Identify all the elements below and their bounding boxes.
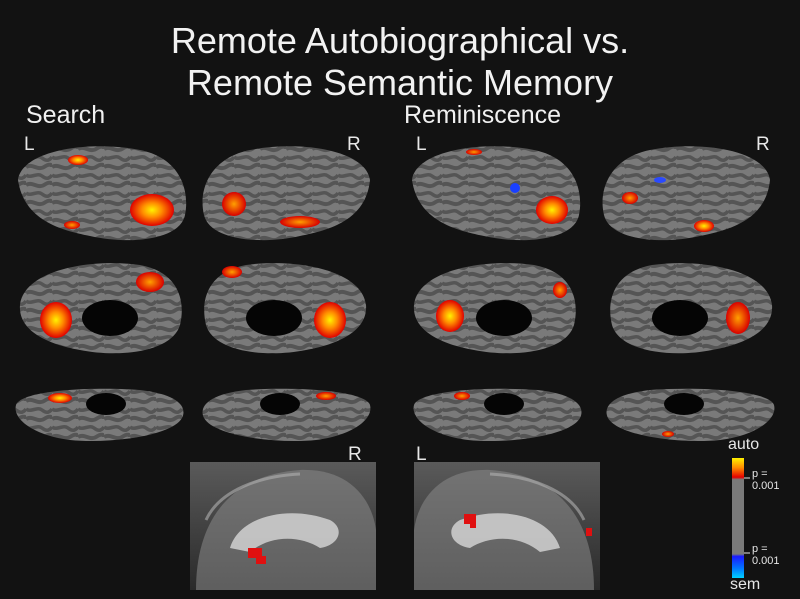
activation-blob [68, 155, 88, 165]
activation-blob [316, 392, 336, 400]
search-ventral-left [15, 388, 184, 442]
activation-blob [436, 300, 464, 332]
activation-blob [726, 302, 750, 334]
activation-blob [130, 194, 174, 226]
activation-blob [694, 220, 714, 232]
reminiscence-medial-left [413, 263, 576, 354]
activation-voxel [256, 556, 266, 564]
activation-blob [40, 302, 72, 338]
colorbar [732, 458, 744, 578]
figure-title: Remote Autobiographical vs. Remote Seman… [0, 20, 800, 104]
colorbar-bottom-label: sem [730, 576, 761, 593]
reminiscence-ventral-right [606, 388, 775, 442]
search-medial-left [19, 263, 182, 354]
activation-blob [622, 192, 638, 204]
activation-blob [64, 221, 80, 229]
activation-blob [222, 266, 242, 278]
activation-voxel [470, 522, 476, 528]
activation-blob [662, 431, 674, 437]
colorbar-top-label: auto [728, 436, 760, 453]
title-line-1: Remote Autobiographical vs. [170, 20, 630, 61]
search-lateral-right [202, 146, 370, 241]
activation-blob [136, 272, 164, 292]
title-line-2: Remote Semantic Memory [186, 62, 614, 103]
reminiscence-mri-slice [414, 462, 600, 590]
deactivation-blob [654, 177, 666, 183]
search-mri-slice [190, 462, 376, 590]
colorbar-top-threshold: p = 0.001 [752, 468, 780, 492]
activation-blob [48, 393, 72, 403]
reminiscence-left-hemisphere-label: L [416, 134, 427, 155]
search-medial-right [204, 263, 367, 354]
reminiscence-right-hemisphere-label: R [756, 134, 770, 155]
activation-blob [553, 282, 567, 298]
reminiscence-medial-right [610, 263, 773, 354]
activation-voxel [248, 548, 262, 558]
activation-blob [536, 196, 568, 224]
reminiscence-ventral-left [413, 388, 582, 442]
reminiscence-lateral-right [602, 146, 770, 241]
reminiscence-lateral-left [412, 146, 581, 241]
search-heading: Search [26, 101, 106, 129]
search-slice-label: R [348, 444, 362, 465]
search-ventral-right [202, 388, 371, 442]
colorbar-bottom-threshold: p = 0.001 [752, 543, 780, 567]
activation-voxel [586, 528, 592, 536]
search-right-hemisphere-label: R [347, 134, 361, 155]
activation-voxel [464, 514, 476, 524]
activation-blob [466, 149, 482, 155]
activation-blob [314, 302, 346, 338]
search-lateral-left [18, 146, 187, 241]
deactivation-blob [510, 183, 520, 193]
reminiscence-slice-label: L [416, 444, 427, 465]
activation-blob [222, 192, 246, 216]
search-left-hemisphere-label: L [24, 134, 35, 155]
activation-blob [454, 392, 470, 400]
activation-blob [280, 216, 320, 228]
reminiscence-heading: Reminiscence [404, 101, 562, 129]
